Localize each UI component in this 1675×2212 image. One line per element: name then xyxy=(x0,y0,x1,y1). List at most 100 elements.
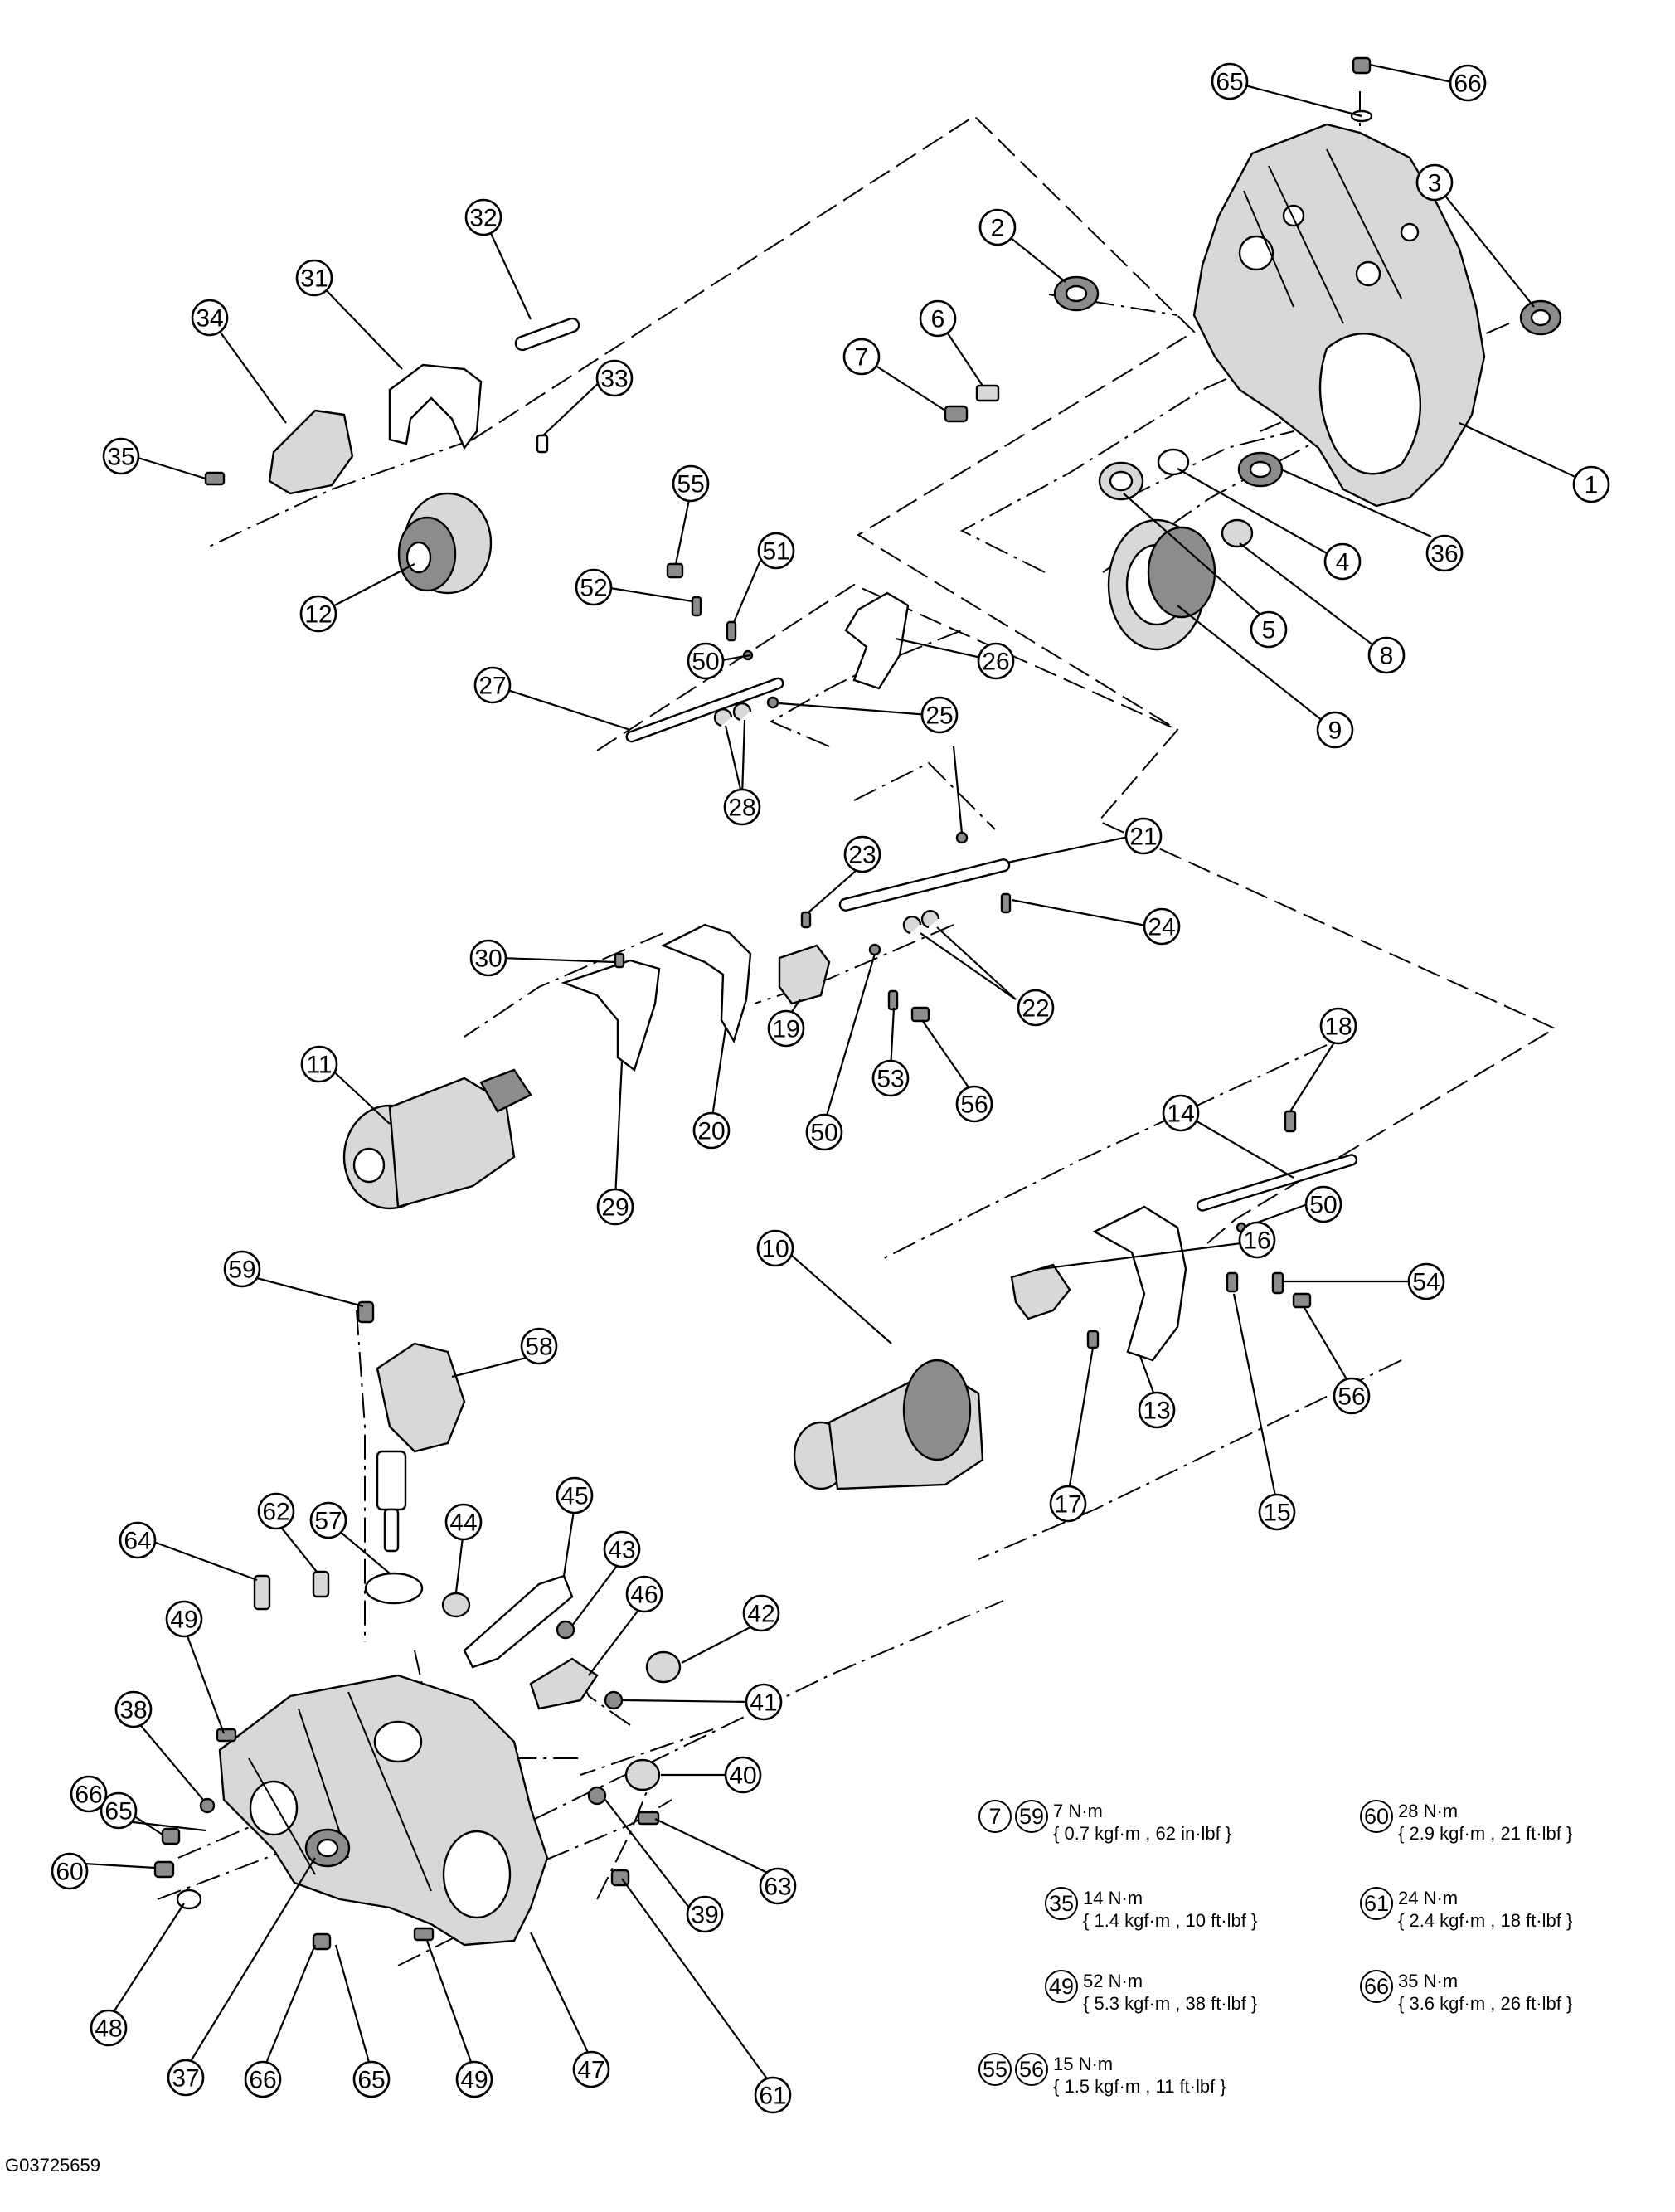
callout-50: 50 xyxy=(1304,1185,1342,1223)
torque-detail: { 2.4 kgf·m , 18 ft·lbf } xyxy=(1398,1910,1573,1931)
torque-detail: { 3.6 kgf·m , 26 ft·lbf } xyxy=(1398,1993,1573,2014)
callout-49: 49 xyxy=(165,1600,203,1638)
callout-number: 45 xyxy=(561,1483,588,1510)
callout-40: 40 xyxy=(724,1756,762,1794)
torque-nm: 52 N·m xyxy=(1083,1971,1143,1991)
torque-detail: { 0.7 kgf·m , 62 in·lbf } xyxy=(1053,1823,1232,1844)
spring-18 xyxy=(1284,1110,1297,1133)
torque-part-number: 56 xyxy=(1015,2053,1048,2086)
bolt-49-b xyxy=(413,1927,435,1942)
callout-66: 66 xyxy=(1449,64,1487,102)
callout-7: 7 xyxy=(842,338,881,376)
callout-55: 55 xyxy=(672,464,710,503)
callout-15: 15 xyxy=(1258,1493,1296,1531)
interlock-19 xyxy=(778,944,831,1005)
bolt-56-a xyxy=(1292,1292,1312,1309)
callout-number: 52 xyxy=(580,575,607,602)
spring-23 xyxy=(800,911,812,929)
pin-17 xyxy=(1086,1330,1100,1349)
torque-nm: 15 N·m xyxy=(1053,2054,1114,2074)
gear-12 xyxy=(397,492,493,595)
callout-number: 14 xyxy=(1167,1101,1194,1128)
pin-15 xyxy=(1226,1271,1239,1293)
callout-number: 16 xyxy=(1243,1228,1270,1255)
torque-part-number: 35 xyxy=(1045,1887,1078,1920)
callout-number: 23 xyxy=(848,842,876,869)
callout-50: 50 xyxy=(687,642,725,680)
seal-42 xyxy=(645,1650,682,1684)
callout-number: 17 xyxy=(1054,1491,1081,1519)
bracket-6 xyxy=(975,384,1000,402)
callout-64: 64 xyxy=(119,1521,157,1559)
countershaft-10 xyxy=(793,1359,984,1490)
callout-number: 48 xyxy=(95,2015,122,2043)
shift-fork-13 xyxy=(1092,1205,1187,1362)
callout-number: 50 xyxy=(1309,1192,1337,1219)
callout-number: 3 xyxy=(1428,170,1442,197)
washer-48 xyxy=(176,1889,202,1910)
bolt-49-a xyxy=(216,1728,237,1743)
clip-22-b xyxy=(920,910,940,929)
leader-lines xyxy=(69,63,1592,2088)
callout-30: 30 xyxy=(469,939,507,977)
callout-number: 55 xyxy=(677,471,704,498)
callout-number: 44 xyxy=(449,1510,477,1537)
bolt-60 xyxy=(153,1860,175,1879)
callout-14: 14 xyxy=(1162,1094,1200,1132)
callout-number: 57 xyxy=(314,1508,342,1535)
callout-number: 8 xyxy=(1380,643,1394,670)
torque-nm: 35 N·m xyxy=(1398,1971,1459,1991)
torque-nm: 14 N·m xyxy=(1083,1888,1143,1908)
callout-35: 35 xyxy=(102,437,140,475)
callout-29: 29 xyxy=(596,1188,634,1226)
shim-4 xyxy=(1157,448,1190,476)
callout-16: 16 xyxy=(1238,1221,1276,1259)
bolt-55 xyxy=(666,562,684,579)
callout-38: 38 xyxy=(114,1690,153,1728)
bolt-35 xyxy=(204,471,226,486)
shift-lug-16 xyxy=(1010,1263,1071,1320)
callout-60: 60 xyxy=(51,1852,89,1890)
callout-number: 46 xyxy=(630,1582,658,1609)
callout-31: 31 xyxy=(295,259,333,297)
bolt-66-c xyxy=(1352,56,1372,75)
torque-value: 52 N·m{ 5.3 kgf·m , 38 ft·lbf } xyxy=(1083,1970,1257,2015)
callout-18: 18 xyxy=(1319,1007,1357,1045)
callout-number: 12 xyxy=(304,601,332,629)
callout-2: 2 xyxy=(978,208,1017,246)
callout-number: 37 xyxy=(172,2065,199,2093)
callout-number: 21 xyxy=(1129,824,1157,851)
shift-rod-14 xyxy=(1196,1154,1358,1212)
callout-46: 46 xyxy=(625,1575,663,1613)
torque-part-number: 60 xyxy=(1360,1800,1393,1833)
callout-41: 41 xyxy=(745,1683,783,1721)
bolt-59 xyxy=(357,1300,375,1324)
callout-45: 45 xyxy=(556,1476,594,1514)
callout-number: 62 xyxy=(262,1499,289,1526)
torque-nm: 28 N·m xyxy=(1398,1801,1459,1821)
callout-number: 4 xyxy=(1336,549,1350,576)
callout-6: 6 xyxy=(919,299,957,338)
seal-40 xyxy=(624,1758,661,1791)
callout-54: 54 xyxy=(1407,1262,1445,1300)
callout-number: 51 xyxy=(762,538,789,566)
torque-part-refs: 35 xyxy=(1045,1887,1078,1920)
callout-66: 66 xyxy=(244,2060,282,2098)
callout-65: 65 xyxy=(1211,62,1249,100)
callout-number: 49 xyxy=(170,1607,197,1634)
callout-34: 34 xyxy=(191,299,229,337)
callout-number: 26 xyxy=(982,649,1009,676)
torque-part-refs: 60 xyxy=(1360,1800,1393,1833)
bolt-66-b xyxy=(312,1932,332,1951)
clutch-housing-part xyxy=(1192,123,1486,508)
o-ring-39 xyxy=(587,1786,607,1806)
callout-5: 5 xyxy=(1250,610,1288,649)
callout-number: 39 xyxy=(691,1902,718,1929)
callout-number: 47 xyxy=(577,2057,604,2084)
callout-11: 11 xyxy=(300,1045,338,1083)
callout-43: 43 xyxy=(603,1530,641,1568)
callout-number: 50 xyxy=(692,649,719,676)
